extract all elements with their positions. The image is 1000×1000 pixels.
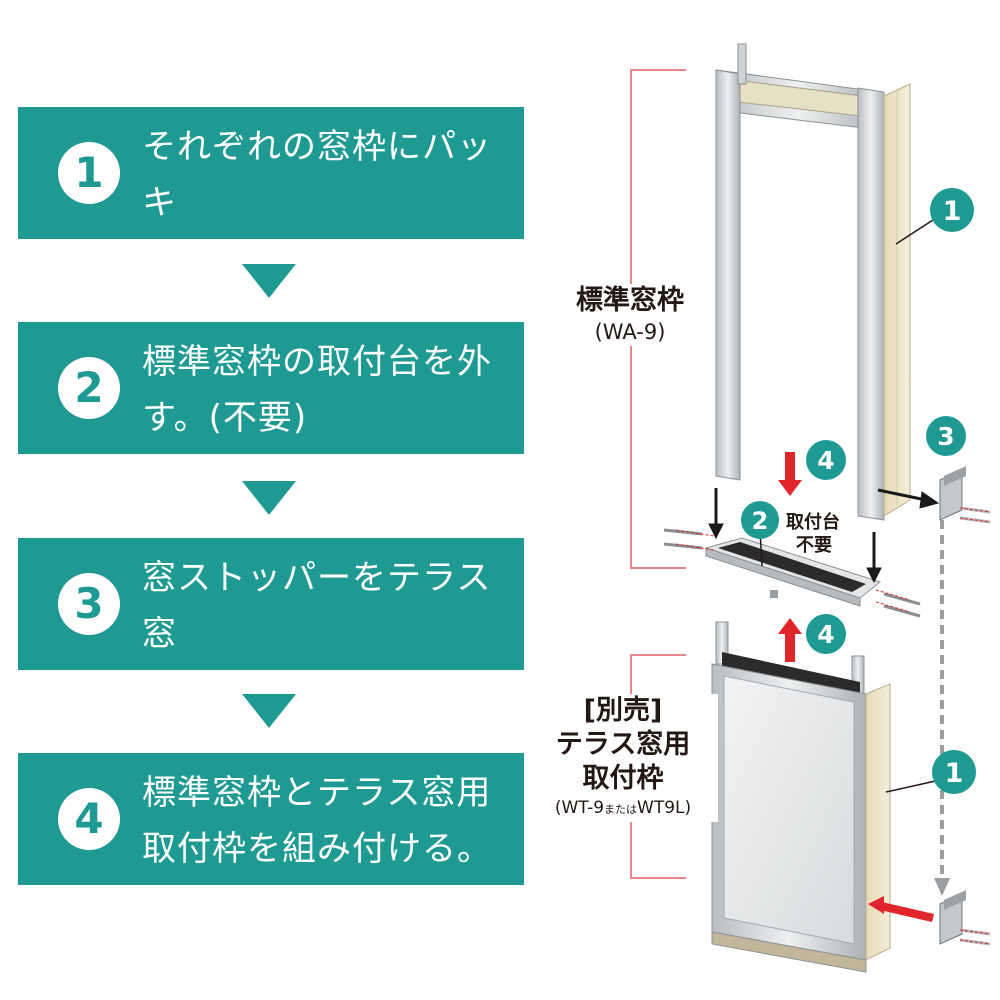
callout-2: 2 [741, 501, 779, 539]
terrace-frame-label: [別売] テラス窓用 取付枠 (WT-9またはWT9L) [528, 694, 718, 822]
flow-arrow-2 [242, 481, 296, 515]
flow-arrow-1 [242, 264, 296, 298]
callout-2-text: 2 [752, 507, 769, 535]
callout-3-text: 3 [937, 422, 954, 451]
standard-window-frame [715, 43, 911, 521]
step-3-number: 3 [58, 573, 120, 635]
red-arrows [778, 452, 934, 922]
screws-right-dash [875, 589, 911, 613]
terrace-frame-name-line1: テラス窓用 [555, 729, 691, 760]
step-3-box: 3 窓ストッパーをテラス窓 用取付枠に移動する。 [18, 538, 524, 710]
base-note-line1: 取付台 [786, 511, 840, 533]
standard-frame-label: 標準窓枠 (WA-9) [555, 284, 705, 346]
callout-4-bottom: 4 [806, 614, 846, 654]
step-3-text: 窓ストッパーをテラス窓 用取付枠に移動する。 [142, 558, 492, 710]
standard-frame-base [704, 537, 882, 607]
terrace-window-frame [711, 621, 891, 973]
step-1-box: 1 それぞれの窓枠にパッキ ンを取り付ける。 [18, 107, 524, 279]
screws-left [663, 528, 703, 550]
step-2-number: 2 [58, 357, 120, 419]
terrace-frame-model-b: WT9L) [637, 798, 692, 818]
flow-arrow-3 [242, 694, 296, 728]
callout-3: 3 [926, 416, 966, 456]
step-4-text: 標準窓枠とテラス窓用 取付枠を組み付ける。 [142, 773, 492, 869]
screws-right [883, 592, 921, 618]
step-1-number: 1 [58, 142, 120, 204]
black-arrows [708, 488, 940, 584]
callout-1-top-text: 1 [943, 196, 962, 227]
terrace-frame-name-line2: 取付枠 [582, 763, 664, 794]
base-note-line2: 不要 [796, 535, 832, 556]
step-4-box: 4 標準窓枠とテラス窓用 取付枠を組み付ける。 [18, 753, 524, 885]
window-stopper-bottom [939, 890, 991, 946]
standard-frame-name: 標準窓枠 [576, 285, 684, 316]
terrace-frame-tag: [別売] [583, 695, 663, 726]
step-2-text: 標準窓枠の取付台を外 す。(不要) [142, 342, 492, 438]
callout-1-top: 1 [930, 188, 974, 232]
callout-1-bottom-text: 1 [945, 758, 964, 789]
callout-4-top-text: 4 [817, 446, 834, 475]
stopper-move-arrowhead [934, 878, 950, 896]
terrace-frame-model-or: または [604, 803, 638, 816]
callout-1-bottom: 1 [932, 750, 976, 794]
terrace-frame-model: (WT-9またはWT9L) [528, 796, 718, 822]
callout-4-bottom-text: 4 [817, 620, 834, 649]
step-1-text: それぞれの窓枠にパッキ ンを取り付ける。 [142, 127, 492, 279]
step-4-number: 4 [58, 788, 120, 850]
terrace-frame-model-a: (WT-9 [554, 798, 605, 818]
standard-frame-model: (WA-9) [594, 320, 666, 344]
window-stopper-top [939, 466, 991, 524]
screws-left-dash [675, 529, 715, 551]
step-2-box: 2 標準窓枠の取付台を外 す。(不要) [18, 322, 524, 454]
callout-4-top: 4 [806, 440, 846, 480]
